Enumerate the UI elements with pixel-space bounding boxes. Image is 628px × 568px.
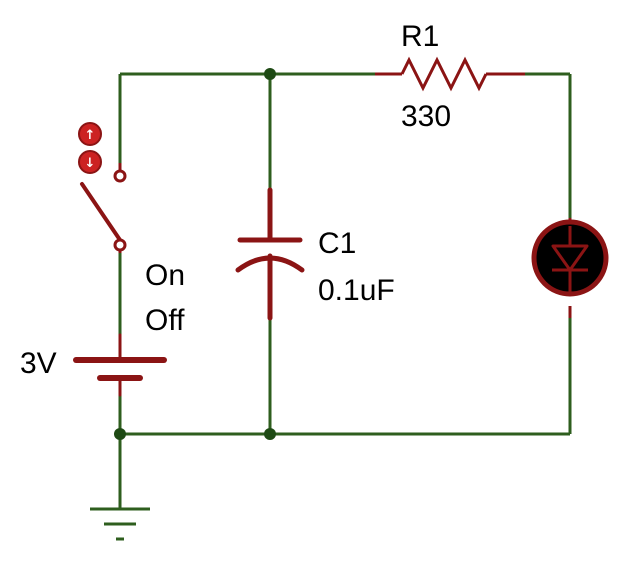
switch-down-button[interactable]: ↓	[78, 150, 102, 174]
resistor-value-label: 330	[401, 100, 451, 133]
resistor-r1	[375, 56, 525, 92]
junction-dot	[114, 428, 126, 440]
switch-on-label: On	[145, 259, 185, 292]
down-arrow-icon	[78, 150, 102, 174]
capacitor-ref-label: C1	[318, 227, 356, 260]
down-arrow-glyph: ↓	[85, 156, 96, 171]
capacitor-value-label: 0.1uF	[318, 274, 395, 307]
capacitor-c1	[235, 187, 305, 321]
junctions	[114, 68, 276, 440]
junction-dot	[264, 68, 276, 80]
battery-icon	[73, 333, 167, 397]
switch-up-button[interactable]: ↑	[78, 122, 102, 146]
led-icon	[531, 218, 609, 318]
battery-voltage-label: 3V	[20, 347, 57, 380]
wires	[118, 72, 572, 509]
junction-dot	[264, 428, 276, 440]
up-arrow-glyph: ↑	[85, 128, 96, 143]
switch-off-label: Off	[145, 304, 185, 337]
toggle-switch[interactable]	[80, 163, 127, 253]
up-arrow-icon	[78, 122, 102, 146]
ground-icon	[90, 507, 150, 541]
resistor-ref-label: R1	[401, 20, 439, 53]
